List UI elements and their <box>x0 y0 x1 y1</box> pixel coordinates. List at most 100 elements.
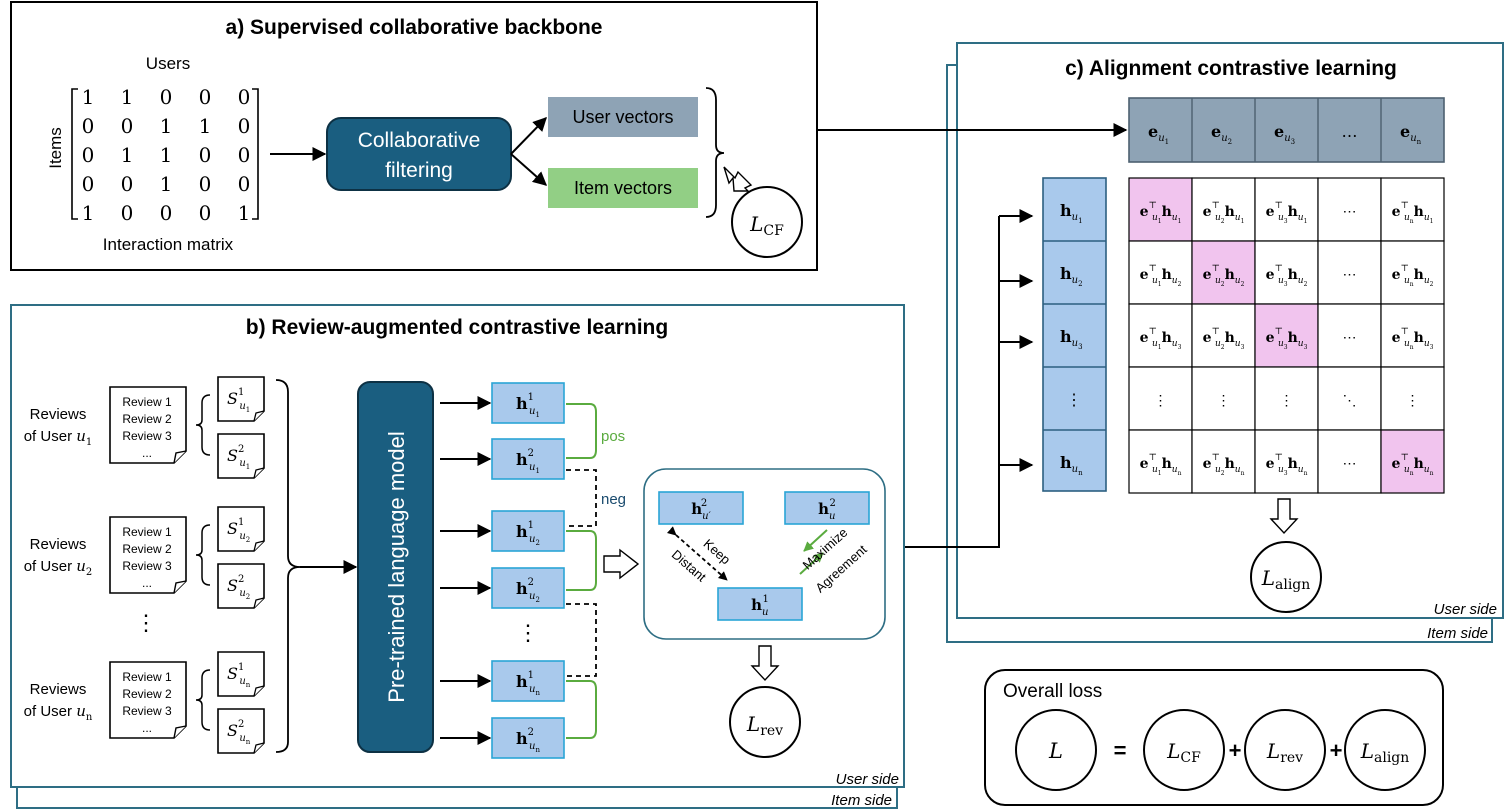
h-column-cell: hu2 <box>1060 264 1083 288</box>
pos-connector <box>566 680 597 739</box>
document-fold <box>173 450 187 464</box>
keep-distant-arrow <box>666 526 728 581</box>
review-line: Review 3 <box>122 704 172 718</box>
review-line: Review 3 <box>122 559 172 573</box>
e-header-cell: eu3 <box>1274 122 1295 146</box>
score-label: ⋮ <box>1280 393 1294 409</box>
plus-sign-2: + <box>1330 738 1343 763</box>
e-header-cell: eu2 <box>1211 122 1232 146</box>
sheet-fold <box>253 685 265 697</box>
lrev-label: Lrev <box>746 712 783 739</box>
positive-pair-cell <box>1191 240 1256 305</box>
score-label: e⊤unhun <box>1392 453 1434 477</box>
score-cell <box>1191 177 1256 242</box>
overall-l-label: L <box>1048 739 1063 763</box>
review-group: Reviews of User u2 Review 1 Review 2 Review … <box>24 506 265 609</box>
inset-h-neg-box <box>658 491 744 525</box>
panel-a-title: a) Supervised collaborative backbone <box>226 16 603 39</box>
matrix-cell: 1 <box>199 114 212 138</box>
matrix-cell: 0 <box>238 143 251 167</box>
inset-h-neg-label: hu′2 <box>691 498 711 522</box>
document-fold <box>173 580 187 594</box>
positive-pair-cell <box>1128 177 1193 242</box>
review-line: Review 2 <box>122 687 172 701</box>
plus-sign-1: + <box>1229 738 1242 763</box>
sheet-fold <box>253 742 265 754</box>
review-line: Review 1 <box>122 525 172 539</box>
h-column <box>1042 177 1107 492</box>
to-lcf-hollow-arrow <box>723 166 753 192</box>
h-column-cell: hun <box>1060 453 1083 477</box>
embedding-box <box>491 382 565 424</box>
embedding-box <box>491 717 565 759</box>
matrix-cell: 1 <box>160 143 173 167</box>
reviews-label-line1: Reviews <box>30 536 87 553</box>
score-label: e⊤unhu3 <box>1392 327 1434 351</box>
user-vectors-box <box>548 97 698 137</box>
panel-b-item-side: Item side <box>831 792 892 809</box>
score-label: ⋯ <box>1343 204 1357 220</box>
review-line: Review 2 <box>122 542 172 556</box>
overall-lalign-circle <box>1344 709 1426 791</box>
samples-brace <box>195 669 211 731</box>
matrix-cell: 0 <box>160 201 173 225</box>
score-cell <box>1380 177 1445 242</box>
vectors-brace <box>705 87 725 218</box>
score-cell <box>1317 366 1382 431</box>
lcf-circle <box>731 186 803 258</box>
score-cell <box>1128 366 1193 431</box>
score-label: ⋯ <box>1343 267 1357 283</box>
score-cell <box>1128 303 1193 368</box>
score-label: e⊤u2hu1 <box>1203 201 1245 225</box>
score-cell <box>1317 429 1382 494</box>
inset-h-anchor-box <box>717 587 803 621</box>
reviews-label-line2: of User u2 <box>24 557 93 578</box>
matrix-cell: 1 <box>121 85 134 109</box>
panel-b-title: b) Review-augmented contrastive learning <box>246 316 668 339</box>
matrix-cell: 0 <box>121 172 134 196</box>
sheet-fold <box>253 467 265 479</box>
overall-loss-panel: Overall loss L = LCF + Lrev + Lalign <box>984 669 1444 806</box>
embedding-box <box>491 567 565 609</box>
score-cell <box>1128 240 1193 305</box>
document-fold <box>173 725 187 739</box>
panel-c: c) Alignment contrastive learning User s… <box>946 42 1504 643</box>
matrix-cell: 0 <box>238 114 251 138</box>
matrix-cell: 0 <box>199 85 212 109</box>
plm-label: Pre-trained language model <box>384 431 409 703</box>
equals-sign: = <box>1114 738 1127 763</box>
matrix-cell: 0 <box>238 85 251 109</box>
overall-lrev-circle <box>1244 709 1326 791</box>
item-vectors-label: Item vectors <box>574 178 672 198</box>
neg-label: neg <box>601 491 626 508</box>
sheet-fold <box>253 597 265 609</box>
score-label: e⊤u1hu1 <box>1140 201 1182 225</box>
matrix-caption: Interaction matrix <box>103 235 234 254</box>
score-label: e⊤u3hu1 <box>1266 201 1308 225</box>
alignment-matrix: eu1eu2eu3…eunhu1hu2hu3⋮hune⊤u1hu1e⊤u2hu1… <box>1042 97 1445 494</box>
matrix-cell: 0 <box>82 143 95 167</box>
matrix-cell: 1 <box>121 143 134 167</box>
matrix-cell: 0 <box>121 201 134 225</box>
neg-connector <box>566 603 597 677</box>
score-label: e⊤u3hu2 <box>1266 264 1308 288</box>
panel-b-user-side: User side <box>836 771 899 788</box>
to-lalign-hollow-arrow <box>1269 498 1299 535</box>
score-cell <box>1254 429 1319 494</box>
score-label: e⊤u3hu3 <box>1266 327 1308 351</box>
score-cell <box>1317 303 1382 368</box>
score-label: e⊤unhu1 <box>1392 201 1434 225</box>
score-label: e⊤u1hun <box>1140 453 1182 477</box>
matrix-cell: 0 <box>199 201 212 225</box>
score-label: ⋮ <box>1217 393 1231 409</box>
